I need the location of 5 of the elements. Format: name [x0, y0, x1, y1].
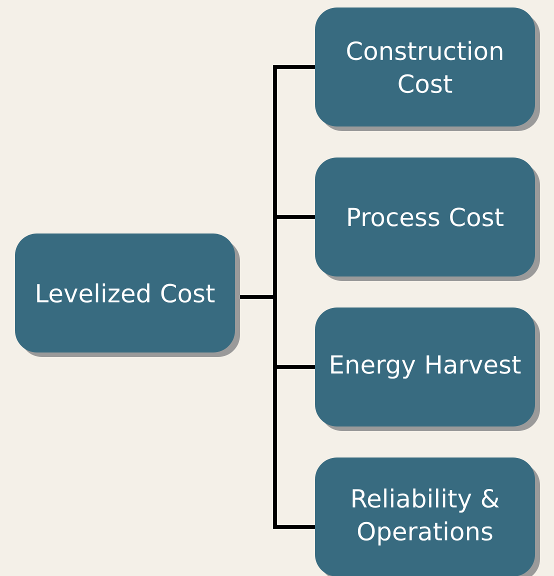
process-box: Reliability & Operations [315, 458, 540, 576]
process-box: Construction Cost [315, 8, 540, 131]
process-box: Energy Harvest [315, 308, 540, 431]
process-box: Process Cost [315, 158, 540, 281]
process-box: Levelized Cost [15, 234, 240, 357]
